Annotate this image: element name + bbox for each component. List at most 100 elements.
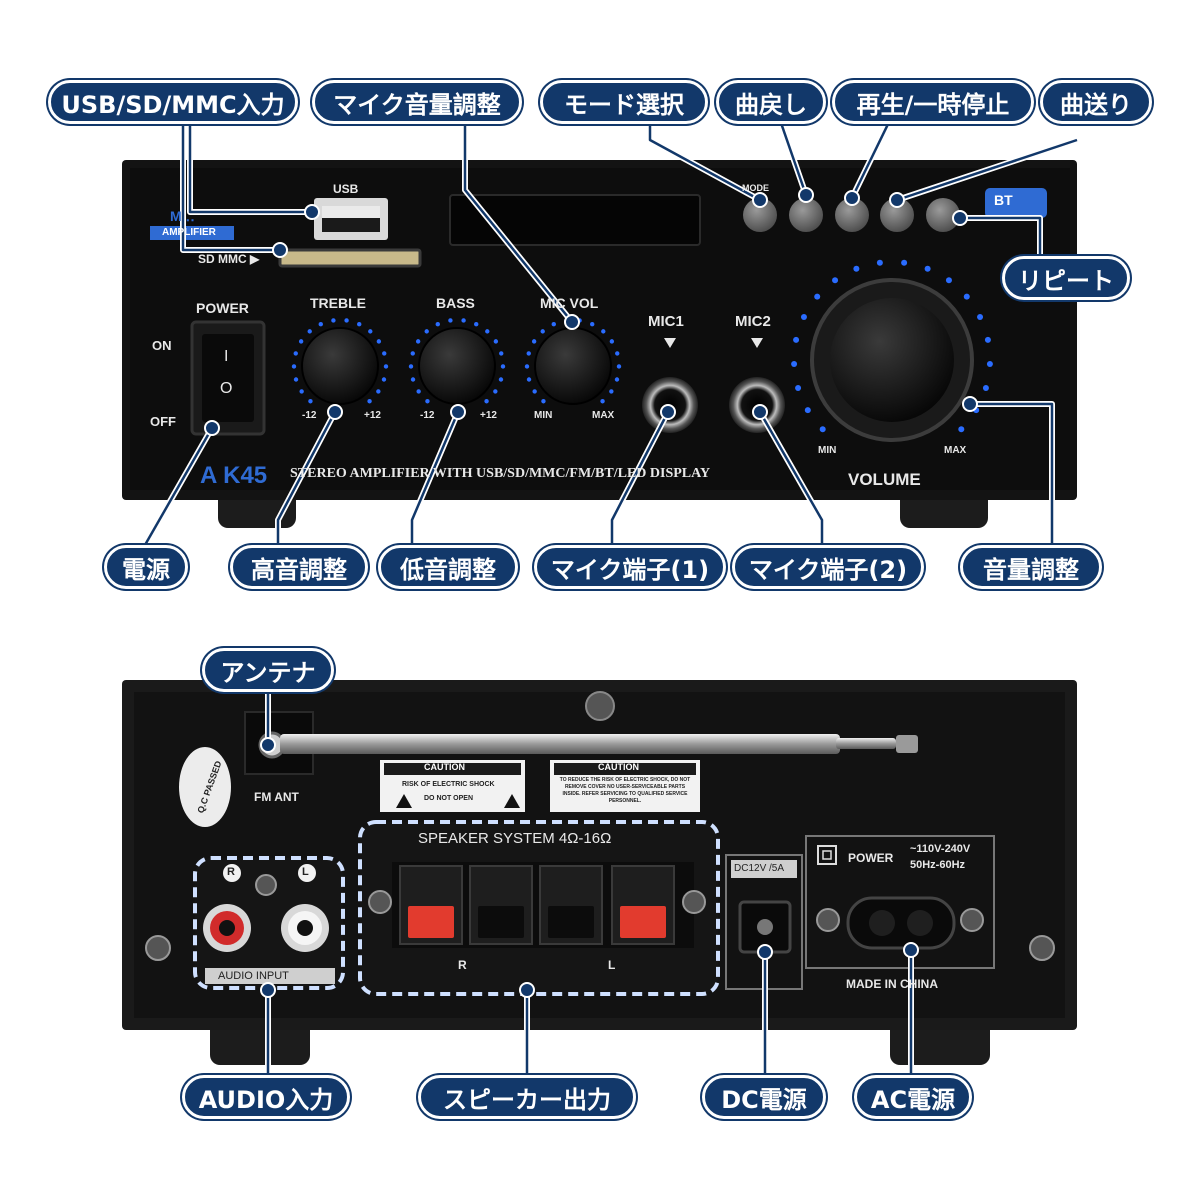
callout-mic-volume-adjust: マイク音量調整	[312, 80, 522, 124]
led-dot	[832, 277, 839, 284]
led-dot	[299, 389, 304, 394]
treble-knob	[301, 327, 379, 405]
led-dot	[590, 322, 595, 327]
bass-knob	[418, 327, 496, 405]
led-dot	[609, 389, 614, 394]
repeat-button	[926, 198, 960, 232]
callout-power: 電源	[104, 545, 188, 589]
led-dot	[410, 377, 416, 382]
mic2-label: MIC2	[735, 313, 771, 330]
mic-volume-knob	[534, 327, 612, 405]
led-dot	[804, 407, 811, 414]
led-dot	[986, 361, 993, 368]
led-dot	[435, 322, 440, 327]
led-dot	[800, 313, 807, 320]
led-dot	[331, 318, 336, 323]
callout-mode-select: モード選択	[540, 80, 708, 124]
callout-audio-input: AUDIO入力	[182, 1075, 350, 1119]
terminal-lever-red	[408, 906, 454, 938]
off-label: OFF	[150, 414, 176, 429]
caution-right-title: CAUTION	[598, 762, 639, 772]
on-label: ON	[152, 338, 172, 353]
led-dot	[526, 377, 532, 382]
treble-max-label: +12	[364, 410, 381, 421]
led-dot	[485, 329, 490, 334]
callout-next-track: 曲送り	[1040, 80, 1152, 124]
speaker-r-label: R	[458, 958, 467, 972]
freq-label: 50Hz-60Hz	[910, 859, 966, 871]
bass-min-label: -12	[420, 410, 435, 421]
mic2-arrow-icon	[751, 338, 763, 348]
mic1-arrow-icon	[664, 338, 676, 348]
usb-label: USB	[333, 182, 359, 196]
callout-ac-power: AC電源	[854, 1075, 972, 1119]
bass-label: BASS	[436, 295, 475, 311]
led-dot	[498, 377, 504, 382]
callout-mic-jack-1: マイク端子(1)	[534, 545, 726, 589]
led-dot	[448, 318, 453, 323]
play-pause-button	[835, 198, 869, 232]
switch-on-mark: I	[224, 348, 229, 365]
rca-white-jack	[281, 904, 329, 952]
led-dot	[493, 389, 498, 394]
amplifier-badge-text: AMPLIFIER	[162, 227, 216, 238]
led-dot	[408, 364, 414, 369]
mode-label: MODE	[742, 183, 769, 193]
dc-label: DC12V /5A	[734, 863, 785, 874]
led-dot	[382, 351, 387, 356]
callout-antenna: アンテナ	[202, 648, 334, 692]
terminal-lever-black	[548, 906, 594, 938]
led-dot	[416, 389, 421, 394]
led-dot	[415, 339, 421, 344]
callout-speaker-output: スピーカー出力	[418, 1075, 636, 1119]
fm-ant-label: FM ANT	[254, 790, 299, 804]
volume-max-label: MAX	[944, 445, 967, 456]
led-dot	[425, 399, 430, 404]
rear-unit	[122, 680, 1077, 1075]
led-dot	[819, 426, 826, 433]
led-dot	[307, 329, 312, 334]
led-dot	[474, 322, 479, 327]
prev-button	[789, 198, 823, 232]
bt-badge-text: BT	[994, 192, 1013, 208]
led-dot	[600, 399, 605, 404]
led-dot	[551, 322, 556, 327]
next-button	[880, 198, 914, 232]
sd-slot	[278, 248, 422, 268]
led-dot	[945, 277, 952, 284]
qc-sticker	[179, 747, 231, 827]
led-dot	[984, 336, 991, 343]
led-dot	[308, 399, 313, 404]
sd-label: SD MMC ▶	[198, 252, 260, 266]
audio-l-label: L	[302, 866, 309, 878]
speaker-system-label: SPEAKER SYSTEM 4Ω-16Ω	[418, 830, 612, 847]
mic1-label: MIC1	[648, 313, 684, 330]
callout-prev-track: 曲戻し	[716, 80, 826, 124]
led-dot	[963, 293, 970, 300]
led-dot	[924, 265, 931, 272]
callout-mic-jack-2: マイク端子(2)	[732, 545, 924, 589]
tagline: STEREO AMPLIFIER WITH USB/SD/MMC/FM/BT/L…	[290, 466, 711, 481]
led-display	[449, 194, 701, 246]
terminal-lever-red	[620, 906, 666, 938]
callout-bass-adjust: 低音調整	[378, 545, 518, 589]
caution-left-line2: DO NOT OPEN	[424, 795, 474, 802]
treble-label: TREBLE	[310, 295, 366, 311]
led-dot	[376, 339, 382, 344]
led-dot	[318, 322, 323, 327]
callout-treble-adjust: 高音調整	[230, 545, 368, 589]
led-dot	[531, 339, 537, 344]
led-dot	[614, 377, 620, 382]
terminal-lever-black	[478, 906, 524, 938]
callout-repeat: リピート	[1002, 256, 1130, 300]
caution-left-title: CAUTION	[424, 762, 465, 772]
mic-vol-label: MIC VOL	[540, 295, 599, 311]
knob-led-rings	[291, 259, 993, 433]
power-label: POWER	[196, 300, 249, 316]
led-dot	[814, 293, 821, 300]
led-dot	[853, 265, 860, 272]
led-dot	[791, 361, 798, 368]
led-dot	[357, 322, 362, 327]
rca-red-jack	[203, 904, 251, 952]
led-dot	[616, 364, 622, 369]
